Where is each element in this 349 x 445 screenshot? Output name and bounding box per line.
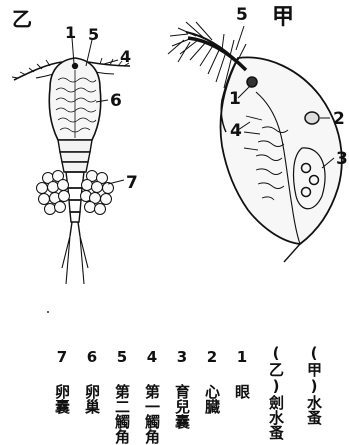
callout-jia-4: 4 — [230, 121, 242, 141]
legend-cyclops: (乙)劍水蚤 — [268, 344, 284, 440]
egg-sacs — [37, 171, 114, 215]
callout-yi-4: 4 — [120, 47, 131, 66]
callout-jia-2: 2 — [333, 109, 345, 129]
legend-6-ovary: 6 卵巢 — [84, 348, 100, 414]
label-jia: 甲 — [272, 4, 294, 30]
callout-jia-1: 1 — [229, 89, 241, 109]
legend-daphnia: (甲)水蚤 — [306, 344, 322, 425]
callout-jia-5: 5 — [236, 5, 248, 25]
legend-2-heart: 2 心臓 — [204, 348, 220, 414]
legend-3-brood-chamber: 3 育兒囊 — [174, 348, 190, 429]
daphnia-illustration — [168, 22, 342, 262]
label-yi: 乙 — [12, 7, 32, 31]
legend-7-egg-sac: 7 卵囊 — [54, 348, 70, 414]
legend-1-eye: 1 眼 — [234, 348, 250, 399]
callout-yi-5: 5 — [88, 25, 99, 44]
callout-yi-6: 6 — [110, 91, 122, 111]
legend-5-second-antenna: 5 第二觸角 — [114, 348, 130, 444]
legend-4-first-antenna: 4 第一觸角 — [144, 348, 160, 444]
callout-yi-1: 1 — [65, 23, 76, 42]
callout-jia-3: 3 — [336, 149, 348, 169]
callout-yi-7: 7 — [126, 173, 138, 193]
